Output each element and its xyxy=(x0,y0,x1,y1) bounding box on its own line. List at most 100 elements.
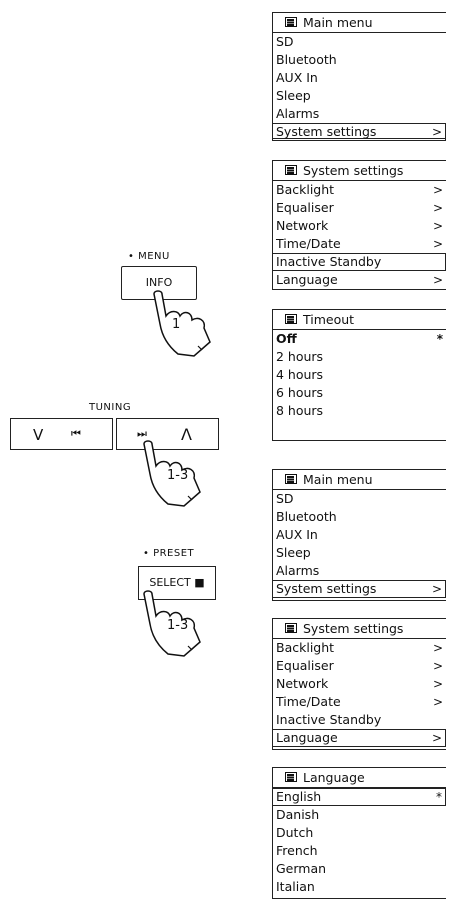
menu-row[interactable]: Network > xyxy=(273,217,446,235)
menu-row[interactable]: Network> xyxy=(273,675,446,693)
menu-row-label: Time/Date xyxy=(276,236,341,251)
menu-row-label: Time/Date xyxy=(276,694,341,709)
menu-row[interactable]: English* xyxy=(272,788,446,806)
menu-row-label: Inactive Standby xyxy=(276,254,381,269)
menu-row[interactable]: Sleep xyxy=(273,544,446,562)
menu-row-label: 6 hours xyxy=(276,385,323,400)
submenu-arrow: > xyxy=(432,730,442,746)
menu-row[interactable]: 4 hours xyxy=(273,366,446,384)
menu-row-label: Danish xyxy=(276,807,319,822)
menu-row[interactable]: Bluetooth xyxy=(273,51,446,69)
menu-row-label: Sleep xyxy=(276,545,311,560)
menu-row-label: Dutch xyxy=(276,825,313,840)
select-step: 1-3 xyxy=(167,618,188,633)
menu-row[interactable]: 8 hours xyxy=(273,402,446,420)
menu-row-label: Sleep xyxy=(276,88,311,103)
menu-row-label: Alarms xyxy=(276,106,319,121)
screen-header: Timeout xyxy=(273,310,446,330)
tuning-label: TUNING xyxy=(89,402,131,413)
menu-row[interactable]: Alarms xyxy=(273,105,446,123)
menu-row-label: 2 hours xyxy=(276,349,323,364)
menu-row[interactable]: Bluetooth xyxy=(273,508,446,526)
menu-row-label: System settings xyxy=(276,581,376,596)
menu-row-label: Bluetooth xyxy=(276,509,337,524)
screen-title: Main menu xyxy=(303,15,373,30)
submenu-arrow: > xyxy=(432,581,442,597)
menu-list-icon xyxy=(285,314,297,324)
submenu-arrow: > xyxy=(433,217,443,235)
tuning-down-button[interactable]: V ⏮ xyxy=(10,418,113,450)
menu-row-label: Italian xyxy=(276,879,315,894)
menu-row-label: Equaliser xyxy=(276,200,334,215)
menu-row[interactable]: Danish xyxy=(273,806,446,824)
menu-row-label: Language xyxy=(276,272,338,287)
screen-header: Main menu xyxy=(273,470,446,490)
selected-marker: * xyxy=(436,789,442,805)
menu-row-label: System settings xyxy=(276,124,376,139)
menu-row[interactable]: Italian xyxy=(273,878,446,896)
pointing-hand-icon xyxy=(148,290,228,360)
info-step: 1 xyxy=(172,317,180,332)
menu-row-label: Backlight xyxy=(276,182,334,197)
menu-row-label: AUX In xyxy=(276,527,318,542)
screen-header: System settings xyxy=(273,161,446,181)
menu-row-label: AUX In xyxy=(276,70,318,85)
menu-row-label: Bluetooth xyxy=(276,52,337,67)
menu-list-icon xyxy=(285,165,297,175)
menu-row[interactable]: Inactive Standby xyxy=(272,253,446,271)
submenu-arrow: > xyxy=(433,199,443,217)
menu-list-icon xyxy=(285,17,297,27)
menu-row[interactable]: Equaliser> xyxy=(273,657,446,675)
menu-row[interactable]: AUX In xyxy=(273,526,446,544)
submenu-arrow: > xyxy=(433,675,443,693)
menu-row[interactable]: AUX In xyxy=(273,69,446,87)
menu-row[interactable]: Backlight > xyxy=(273,639,446,657)
menu-row[interactable]: System settings > xyxy=(272,123,446,141)
screen-header: System settings xyxy=(273,619,446,639)
menu-row[interactable]: Inactive Standby xyxy=(273,711,446,729)
submenu-arrow: > xyxy=(432,124,442,140)
menu-row[interactable]: Off * xyxy=(273,330,446,348)
menu-row[interactable]: French xyxy=(273,842,446,860)
selected-marker: * xyxy=(437,330,443,348)
menu-row[interactable]: German xyxy=(273,860,446,878)
menu-row[interactable]: 2 hours xyxy=(273,348,446,366)
preset-label: • PRESET xyxy=(143,548,194,559)
menu-row-label: 8 hours xyxy=(276,403,323,418)
tuning-down-label: V xyxy=(33,426,43,444)
menu-row-label: SD xyxy=(276,34,294,49)
menu-row[interactable]: Alarms xyxy=(273,562,446,580)
menu-row[interactable]: Time/Date> xyxy=(273,693,446,711)
select-button-label: SELECT ■ xyxy=(139,576,215,589)
skip-forward-icon: ⏭ xyxy=(137,427,147,441)
menu-row[interactable]: 6 hours xyxy=(273,384,446,402)
menu-row[interactable]: Equaliser > xyxy=(273,199,446,217)
menu-row-label: Network xyxy=(276,218,328,233)
menu-row[interactable]: Time/Date > xyxy=(273,235,446,253)
menu-row-label: Equaliser xyxy=(276,658,334,673)
screen-title: System settings xyxy=(303,621,403,636)
menu-row[interactable]: Dutch xyxy=(273,824,446,842)
menu-row-label: Alarms xyxy=(276,563,319,578)
submenu-arrow: > xyxy=(433,181,443,199)
menu-row[interactable]: Backlight > xyxy=(273,181,446,199)
submenu-arrow: > xyxy=(433,639,443,657)
menu-row-label: SD xyxy=(276,491,294,506)
menu-row-label: Backlight xyxy=(276,640,334,655)
menu-row[interactable]: Language> xyxy=(273,271,446,289)
menu-row[interactable]: SD xyxy=(273,33,446,51)
menu-row[interactable]: System settings > xyxy=(272,580,446,598)
menu-row-label: Off xyxy=(276,331,297,346)
menu-row[interactable]: Sleep xyxy=(273,87,446,105)
submenu-arrow: > xyxy=(433,235,443,253)
menu-row[interactable]: SD xyxy=(273,490,446,508)
menu-list-icon xyxy=(285,623,297,633)
menu-row[interactable]: Language > xyxy=(272,729,446,747)
menu-row-label: Inactive Standby xyxy=(276,712,381,727)
menu-list-icon xyxy=(285,772,297,782)
screen-title: Language xyxy=(303,770,365,785)
menu-row-label: Language xyxy=(276,730,338,745)
